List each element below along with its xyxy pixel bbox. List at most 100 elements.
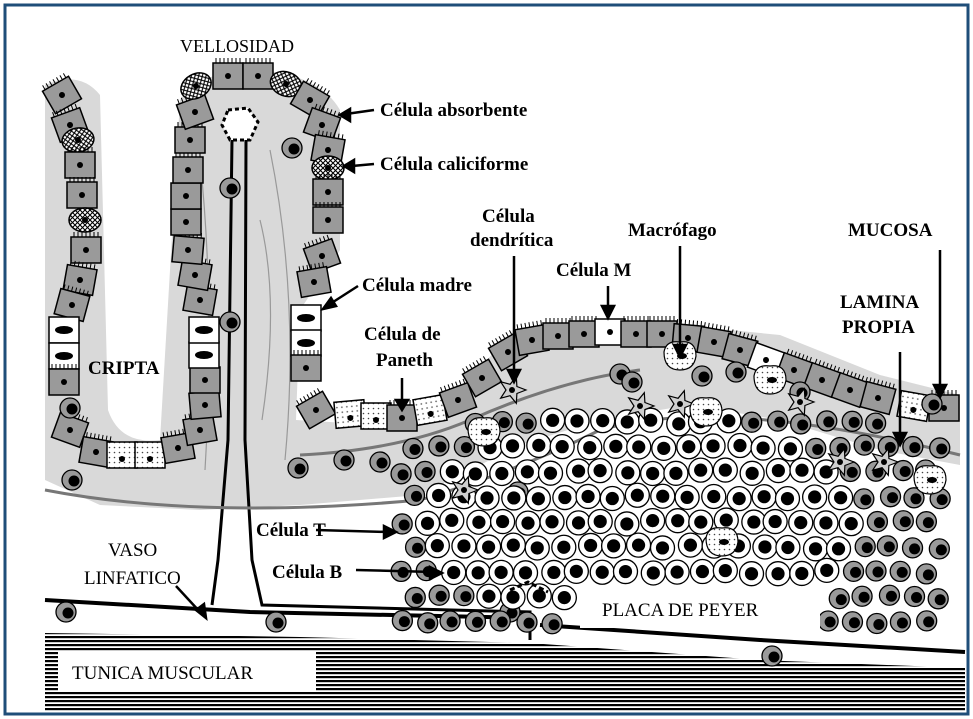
b-cell bbox=[613, 560, 637, 584]
b-cell bbox=[491, 510, 515, 534]
label-tunica-muscular: TUNICA MUSCULAR bbox=[72, 663, 253, 684]
epithelial-cell bbox=[107, 442, 137, 468]
macrophage bbox=[914, 466, 946, 494]
t-cell bbox=[692, 366, 712, 386]
b-cell bbox=[803, 485, 827, 509]
t-cell bbox=[403, 439, 423, 459]
t-cell bbox=[905, 586, 925, 606]
label-celula-madre: Célula madre bbox=[362, 275, 472, 296]
b-cell bbox=[652, 436, 676, 460]
epithelial-cell bbox=[69, 208, 101, 232]
t-cell bbox=[829, 589, 849, 609]
t-cell bbox=[465, 611, 485, 631]
b-cell bbox=[542, 560, 566, 584]
t-cell bbox=[854, 489, 874, 509]
t-cell bbox=[867, 613, 887, 633]
b-cell bbox=[578, 436, 602, 460]
t-cell bbox=[454, 586, 474, 606]
b-cell bbox=[514, 561, 538, 585]
b-cell bbox=[627, 533, 651, 557]
b-cell bbox=[427, 483, 451, 507]
b-cell bbox=[442, 560, 466, 584]
b-cell bbox=[678, 533, 702, 557]
b-cell bbox=[702, 485, 726, 509]
t-cell bbox=[890, 561, 910, 581]
b-cell bbox=[839, 512, 863, 536]
b-cell bbox=[790, 561, 814, 585]
b-cell bbox=[675, 485, 699, 509]
epithelial-cell bbox=[313, 202, 343, 233]
b-cell bbox=[829, 486, 853, 510]
macrophage bbox=[706, 528, 738, 556]
t-cell bbox=[893, 511, 913, 531]
t-cell bbox=[370, 452, 390, 472]
b-cell bbox=[664, 461, 688, 485]
b-cell bbox=[515, 460, 539, 484]
t-cell bbox=[391, 464, 411, 484]
epithelial-cell bbox=[71, 232, 101, 263]
t-cell bbox=[916, 512, 936, 532]
b-cell bbox=[815, 558, 839, 582]
t-cell bbox=[842, 612, 862, 632]
t-cell bbox=[418, 613, 438, 633]
b-cell bbox=[763, 510, 787, 534]
epithelial-cell bbox=[243, 58, 273, 89]
b-cell bbox=[790, 458, 814, 482]
epithelial-cell bbox=[189, 342, 219, 368]
t-cell bbox=[928, 589, 948, 609]
t-cell bbox=[282, 138, 302, 158]
b-cell bbox=[728, 434, 752, 458]
b-cell bbox=[641, 561, 665, 585]
b-cell bbox=[627, 435, 651, 459]
b-cell bbox=[588, 459, 612, 483]
b-cell bbox=[440, 508, 464, 532]
macrophage bbox=[690, 398, 722, 426]
b-cell bbox=[501, 434, 525, 458]
epithelial-cell bbox=[65, 147, 95, 178]
t-cell bbox=[903, 538, 923, 558]
t-cell bbox=[490, 611, 510, 631]
b-cell bbox=[527, 433, 551, 457]
b-cell bbox=[540, 510, 564, 534]
b-cell bbox=[641, 461, 665, 485]
epithelial-cell bbox=[49, 364, 79, 395]
b-cell bbox=[501, 533, 525, 557]
b-cell bbox=[641, 509, 665, 533]
t-cell bbox=[842, 411, 862, 431]
t-cell bbox=[917, 611, 937, 631]
label-celula-m: Célula M bbox=[556, 260, 632, 281]
t-cell bbox=[867, 512, 887, 532]
epithelial-cell bbox=[213, 58, 243, 89]
macrophage bbox=[468, 418, 500, 446]
b-cell bbox=[616, 461, 640, 485]
b-cell bbox=[565, 409, 589, 433]
b-cell bbox=[776, 536, 800, 560]
t-cell bbox=[726, 362, 746, 382]
b-cell bbox=[579, 533, 603, 557]
b-cell bbox=[467, 510, 491, 534]
b-cell bbox=[553, 486, 577, 510]
t-cell bbox=[844, 561, 864, 581]
label-vaso-1: VASO bbox=[108, 540, 157, 561]
b-cell bbox=[665, 560, 689, 584]
label-cripta: CRIPTA bbox=[88, 358, 160, 379]
t-cell bbox=[440, 611, 460, 631]
t-cell bbox=[879, 585, 899, 605]
t-cell bbox=[415, 461, 435, 481]
b-cell bbox=[751, 436, 775, 460]
b-cell bbox=[539, 461, 563, 485]
epithelial-cell bbox=[49, 317, 79, 343]
t-cell bbox=[877, 536, 897, 556]
epithelial-cell bbox=[173, 152, 203, 183]
label-celula-t: Célula T bbox=[256, 520, 326, 541]
t-cell bbox=[392, 611, 412, 631]
t-cell bbox=[881, 487, 901, 507]
b-cell bbox=[827, 537, 851, 561]
b-cell bbox=[567, 459, 591, 483]
b-cell bbox=[416, 511, 440, 535]
b-cell bbox=[690, 560, 714, 584]
b-cell bbox=[789, 511, 813, 535]
t-cell bbox=[929, 539, 949, 559]
b-cell bbox=[591, 409, 615, 433]
